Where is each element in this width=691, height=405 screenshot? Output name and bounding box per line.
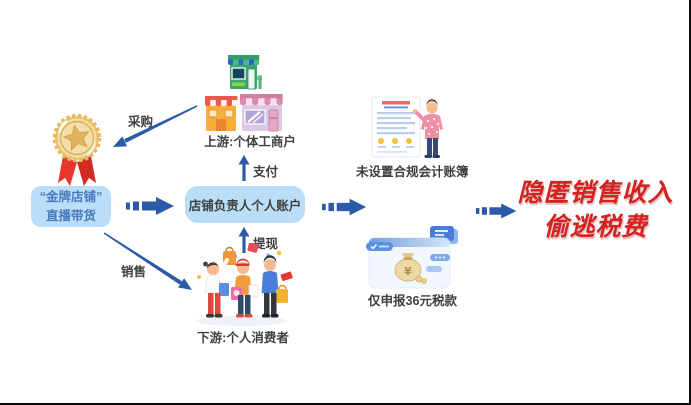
no-account-books-label: 未设置合规会计账簿 xyxy=(356,165,469,179)
store-pink-icon xyxy=(239,93,285,132)
ledger-person-icon xyxy=(370,96,450,160)
node-personal-account: 店铺负责人个人账户 xyxy=(185,186,305,223)
upstream-label: 上游:个体工商户 xyxy=(204,135,296,149)
store-green-icon xyxy=(226,52,262,92)
withdraw-edge-label: 提现 xyxy=(253,237,279,251)
store-orange-icon xyxy=(204,95,238,132)
purchase-arrow-icon xyxy=(105,100,200,155)
gold-shop-line2: 直播带货 xyxy=(45,208,96,223)
headline: 隐匿销售收入 偷逃税费 xyxy=(503,177,688,245)
sale-edge-label: 销售 xyxy=(121,265,147,279)
up-arrow-icon xyxy=(238,227,250,253)
sale-arrow-icon xyxy=(98,228,198,296)
dashed-flow-arrow-icon xyxy=(476,202,518,220)
up-arrow-icon xyxy=(238,155,250,181)
headline-line1: 隐匿销售收入 xyxy=(517,179,674,207)
money-bag-window-icon: ¥ xyxy=(366,226,462,290)
dashed-flow-arrow-icon xyxy=(126,196,176,216)
headline-line2: 偷逃税费 xyxy=(543,212,648,241)
purchase-edge-label: 采购 xyxy=(128,115,154,129)
personal-account-label: 店铺负责人个人账户 xyxy=(188,199,302,213)
gold-shop-line1: “金牌店铺” xyxy=(39,189,103,204)
pay-edge-label: 支付 xyxy=(253,165,279,179)
gold-medal-icon xyxy=(50,112,104,188)
declared-tax-label: 仅申报36元税款 xyxy=(368,294,457,308)
downstream-label: 下游:个人消费者 xyxy=(197,331,289,345)
shoppers-icon xyxy=(193,243,293,327)
svg-text:¥: ¥ xyxy=(404,265,412,278)
node-gold-shop: “金牌店铺” 直播带货 xyxy=(31,186,111,227)
dashed-flow-arrow-icon xyxy=(322,197,368,217)
